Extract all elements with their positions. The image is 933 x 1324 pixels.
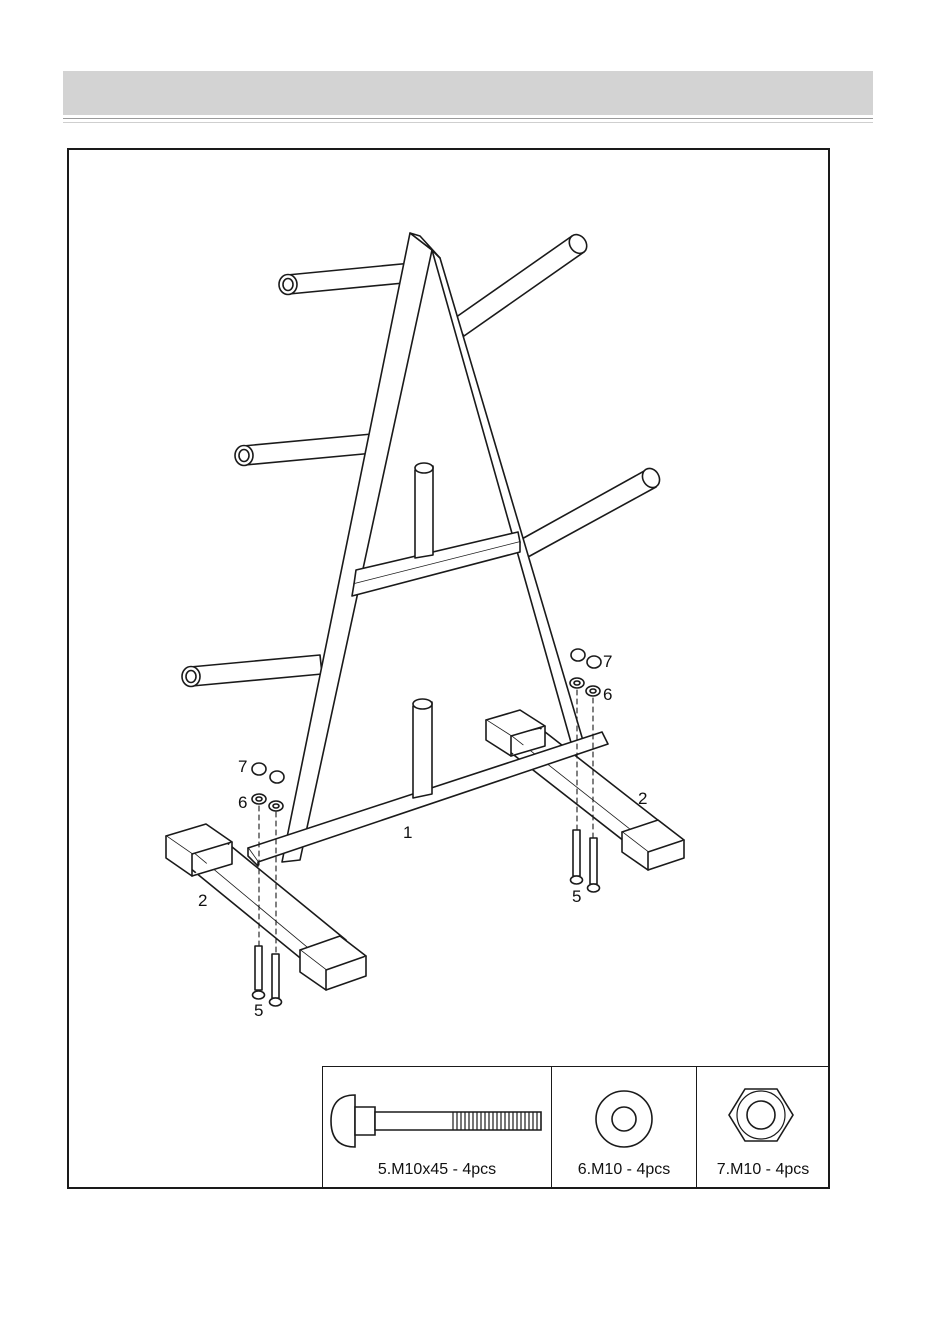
- label-base-left: 2: [198, 891, 207, 910]
- peg-right-lower: [520, 465, 663, 557]
- base-right: [486, 710, 684, 870]
- label-bolt-left: 5: [254, 1001, 263, 1020]
- peg-right-upper: [452, 231, 590, 336]
- part-nut: 7.M10 - 4pcs: [697, 1067, 829, 1189]
- parts-list: 5.M10x45 - 4pcs 6.M10 - 4pcs 7.M10 - 4pc…: [322, 1066, 830, 1189]
- label-base-right: 2: [638, 789, 647, 808]
- post-lower: [413, 699, 432, 798]
- peg-left-middle: [235, 434, 374, 466]
- peg-left-lower: [182, 655, 322, 687]
- label-washer-right: 6: [603, 685, 612, 704]
- label-nut-right: 7: [603, 652, 612, 671]
- label-frame: 1: [403, 823, 412, 842]
- part-bolt: 5.M10x45 - 4pcs: [323, 1067, 552, 1189]
- peg-left-upper: [279, 263, 414, 295]
- part-washer: 6.M10 - 4pcs: [552, 1067, 697, 1189]
- label-nut-left: 7: [238, 757, 247, 776]
- part-caption-washer: 6.M10 - 4pcs: [552, 1161, 696, 1179]
- label-washer-left: 6: [238, 793, 247, 812]
- part-caption-nut: 7.M10 - 4pcs: [697, 1161, 829, 1179]
- post-upper: [415, 463, 433, 558]
- label-bolt-right: 5: [572, 887, 581, 906]
- part-caption-bolt: 5.M10x45 - 4pcs: [323, 1161, 551, 1179]
